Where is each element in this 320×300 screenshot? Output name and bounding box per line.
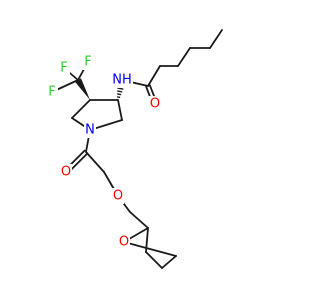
bond-thf-2 [145, 251, 163, 269]
atom-label-o-thf: O [119, 235, 129, 250]
atom-o-ether: O [112, 188, 124, 204]
atom-f3: F [46, 84, 58, 100]
atom-o-amide: O [149, 96, 161, 112]
atom-label-f2: F [84, 55, 91, 70]
bond-thf-3 [161, 255, 177, 269]
atom-label-f3: F [48, 85, 55, 100]
hash-segment [117, 87, 124, 90]
bond-chain-5 [209, 29, 223, 49]
bond-acyl-ch2 [85, 151, 105, 173]
hash-segment [116, 93, 122, 96]
atom-f2: F [82, 54, 94, 70]
hash-segment [117, 90, 123, 93]
wedge-bond-cf3 [74, 78, 90, 100]
atom-n-ring: N [84, 122, 96, 138]
atom-label-layer: F F F NH N O O O O [46, 54, 161, 250]
atom-f1: F [58, 60, 70, 76]
atom-o-acyl: O [60, 164, 72, 180]
molecule-structure: F F F NH N O O O O [46, 29, 223, 269]
atom-label-o-acyl: O [61, 165, 71, 180]
atom-label-n-ring: N [85, 123, 95, 138]
bond-ring-c3-c2 [117, 99, 123, 121]
bond-chain-3 [177, 47, 191, 67]
atom-label-nh: NH [112, 73, 132, 88]
atom-label-o-ether: O [113, 189, 123, 204]
bond-ring-c5-c4 [71, 99, 91, 119]
atom-o-thf: O [118, 234, 130, 250]
atom-label-f1: F [60, 61, 67, 76]
bond-thf-4 [123, 241, 177, 257]
atom-nh: NH [111, 72, 133, 88]
bond-chain-1 [147, 65, 161, 87]
atom-label-o-amide: O [150, 97, 160, 112]
bond-layer [51, 29, 223, 269]
bond-ch2-thf [129, 211, 149, 229]
